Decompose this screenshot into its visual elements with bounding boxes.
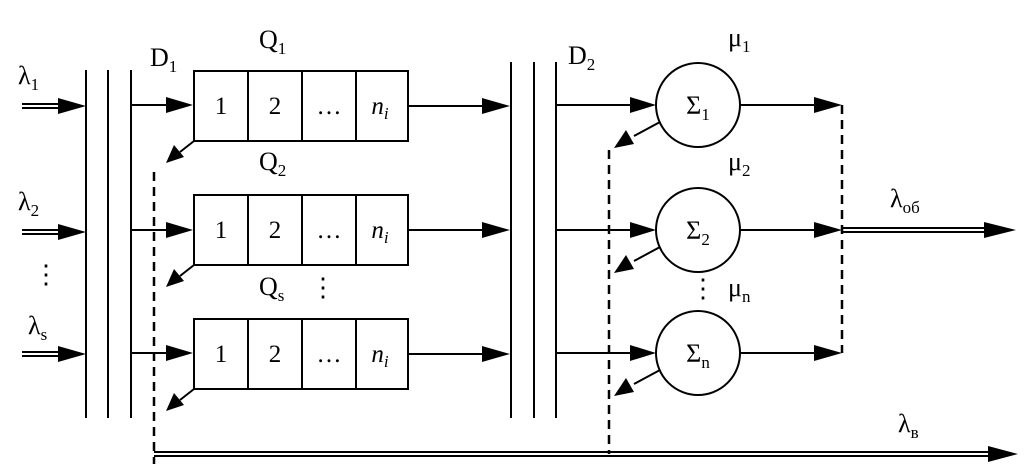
output-label-rejected: λв: [898, 409, 919, 442]
server-1-rejection-arrow: [614, 121, 661, 148]
queue-label-q1: Q1: [259, 25, 286, 58]
d2-to-server-n-arrow: [556, 345, 656, 361]
rate-label-mu-n: μn: [728, 273, 751, 306]
server-2: Σ2: [655, 187, 741, 273]
queue-qs-rejection-arrow: [166, 388, 195, 411]
input-arrow-s: [22, 346, 86, 362]
d1-to-q1-arrow: [131, 97, 193, 113]
queue-q2-rejection-arrow: [166, 264, 195, 287]
server-n-output-arrow: [740, 345, 842, 361]
queue-cell: 2: [269, 341, 282, 368]
queue-cell: 1: [215, 341, 228, 368]
queue-cell: ni: [371, 93, 389, 123]
queue-cell: 2: [269, 217, 282, 244]
q2-to-d2-arrow: [408, 222, 510, 238]
d1-to-qs-arrow: [131, 345, 193, 361]
queue-cell: 1: [215, 93, 228, 120]
dispatcher-d2-bars: [510, 62, 557, 418]
queue-cell: ni: [371, 341, 389, 371]
server-label-1: Σ1: [686, 91, 710, 124]
queue-ellipsis: ⋮: [310, 273, 336, 302]
queue-label-q2: Q2: [259, 147, 286, 180]
queue-label-qs: Qs: [259, 272, 284, 305]
d2-to-server-1-arrow: [556, 97, 656, 113]
dispatcher-label-d2: D2: [568, 41, 595, 74]
input-arrow-1: [22, 98, 86, 114]
queue-cell: ni: [371, 217, 389, 247]
server-label-n: Σn: [686, 339, 710, 372]
queue-cell: 2: [269, 93, 282, 120]
server-1-output-arrow: [740, 97, 842, 113]
input-label-lambda-1: λ1: [18, 61, 39, 94]
queue-cell: …: [317, 93, 342, 120]
input-arrow-2: [22, 224, 86, 240]
server-2-output-arrow: [740, 222, 842, 238]
server-1: Σ1: [655, 62, 741, 148]
server-2-rejection-arrow: [614, 246, 661, 273]
queue-cell: 1: [215, 217, 228, 244]
queue-q1: 1 2 … ni: [193, 70, 409, 142]
queue-cell: …: [317, 217, 342, 244]
server-ellipsis: ⋮: [690, 274, 716, 303]
rejected-output-arrow: [154, 446, 1018, 462]
server-label-2: Σ2: [686, 216, 710, 249]
rate-label-mu-1: μ1: [728, 23, 750, 56]
queue-qs: 1 2 … ni: [193, 318, 409, 390]
output-label-served: λоб: [890, 184, 920, 217]
served-output-arrow: [842, 222, 1016, 238]
server-n-rejection-arrow: [614, 369, 661, 396]
rate-label-mu-2: μ2: [728, 147, 750, 180]
queue-q2: 1 2 … ni: [193, 194, 409, 266]
input-label-lambda-2: λ2: [18, 187, 39, 220]
queue-q1-rejection-arrow: [166, 140, 195, 163]
d1-to-q2-arrow: [131, 222, 193, 238]
input-ellipsis: ⋮: [33, 260, 59, 289]
dispatcher-label-d1: D1: [150, 43, 177, 76]
queue-cell: …: [317, 341, 342, 368]
input-label-lambda-s: λs: [28, 311, 47, 344]
q1-to-d2-arrow: [408, 98, 510, 114]
dispatcher-d1-bars: [85, 70, 132, 418]
server-n: Σn: [655, 310, 741, 396]
qs-to-d2-arrow: [408, 346, 510, 362]
d2-to-server-2-arrow: [556, 222, 656, 238]
